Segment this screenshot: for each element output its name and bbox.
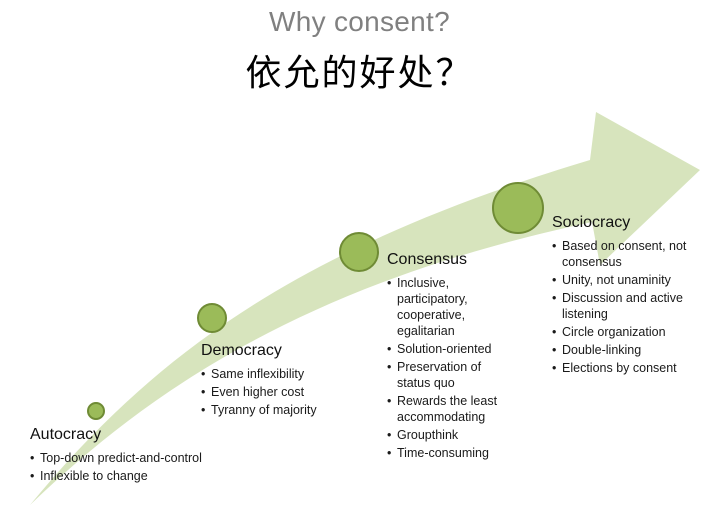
list-item: Tyranny of majority (201, 402, 361, 418)
stage-autocracy: Autocracy Top-down predict-and-control I… (30, 426, 290, 486)
list-item: Discussion and active listening (552, 290, 702, 322)
list-item: Elections by consent (552, 360, 702, 376)
stage-item-list: Inclusive, participatory, cooperative, e… (387, 275, 517, 461)
stage-heading: Democracy (201, 342, 282, 359)
stage-democracy: Democracy Same inflexibility Even higher… (201, 342, 361, 420)
stage-item-list: Based on consent, not consensus Unity, n… (552, 238, 702, 376)
stage-dot-autocracy (87, 402, 105, 420)
page-title: Why consent? (268, 6, 451, 37)
list-item: Top-down predict-and-control (30, 450, 290, 466)
stage-dot-sociocracy (492, 182, 544, 234)
list-item: Groupthink (387, 427, 517, 443)
list-item: Rewards the least accommodating (387, 393, 517, 425)
list-item: Based on consent, not consensus (552, 238, 702, 270)
list-item: Circle organization (552, 324, 702, 340)
list-item: Double-linking (552, 342, 702, 358)
stage-dot-democracy (197, 303, 227, 333)
page-subtitle: 依允的好处？ (245, 53, 474, 94)
list-item: Preservation of status quo (387, 359, 517, 391)
stage-item-list: Same inflexibility Even higher cost Tyra… (201, 366, 361, 418)
stage-dot-consensus (339, 232, 379, 272)
list-item: Even higher cost (201, 384, 361, 400)
stage-heading: Sociocracy (552, 214, 631, 231)
list-item: Solution-oriented (387, 341, 517, 357)
stage-item-list: Top-down predict-and-control Inflexible … (30, 450, 290, 484)
stage-sociocracy: Sociocracy Based on consent, not consens… (552, 214, 702, 378)
list-item: Same inflexibility (201, 366, 361, 382)
list-item: Inflexible to change (30, 468, 290, 484)
stage-heading: Autocracy (30, 426, 102, 443)
list-item: Inclusive, participatory, cooperative, e… (387, 275, 517, 339)
list-item: Unity, not unaminity (552, 272, 702, 288)
list-item: Time-consuming (387, 445, 517, 461)
stage-heading: Consensus (387, 251, 468, 268)
stage-consensus: Consensus Inclusive, participatory, coop… (387, 251, 517, 463)
